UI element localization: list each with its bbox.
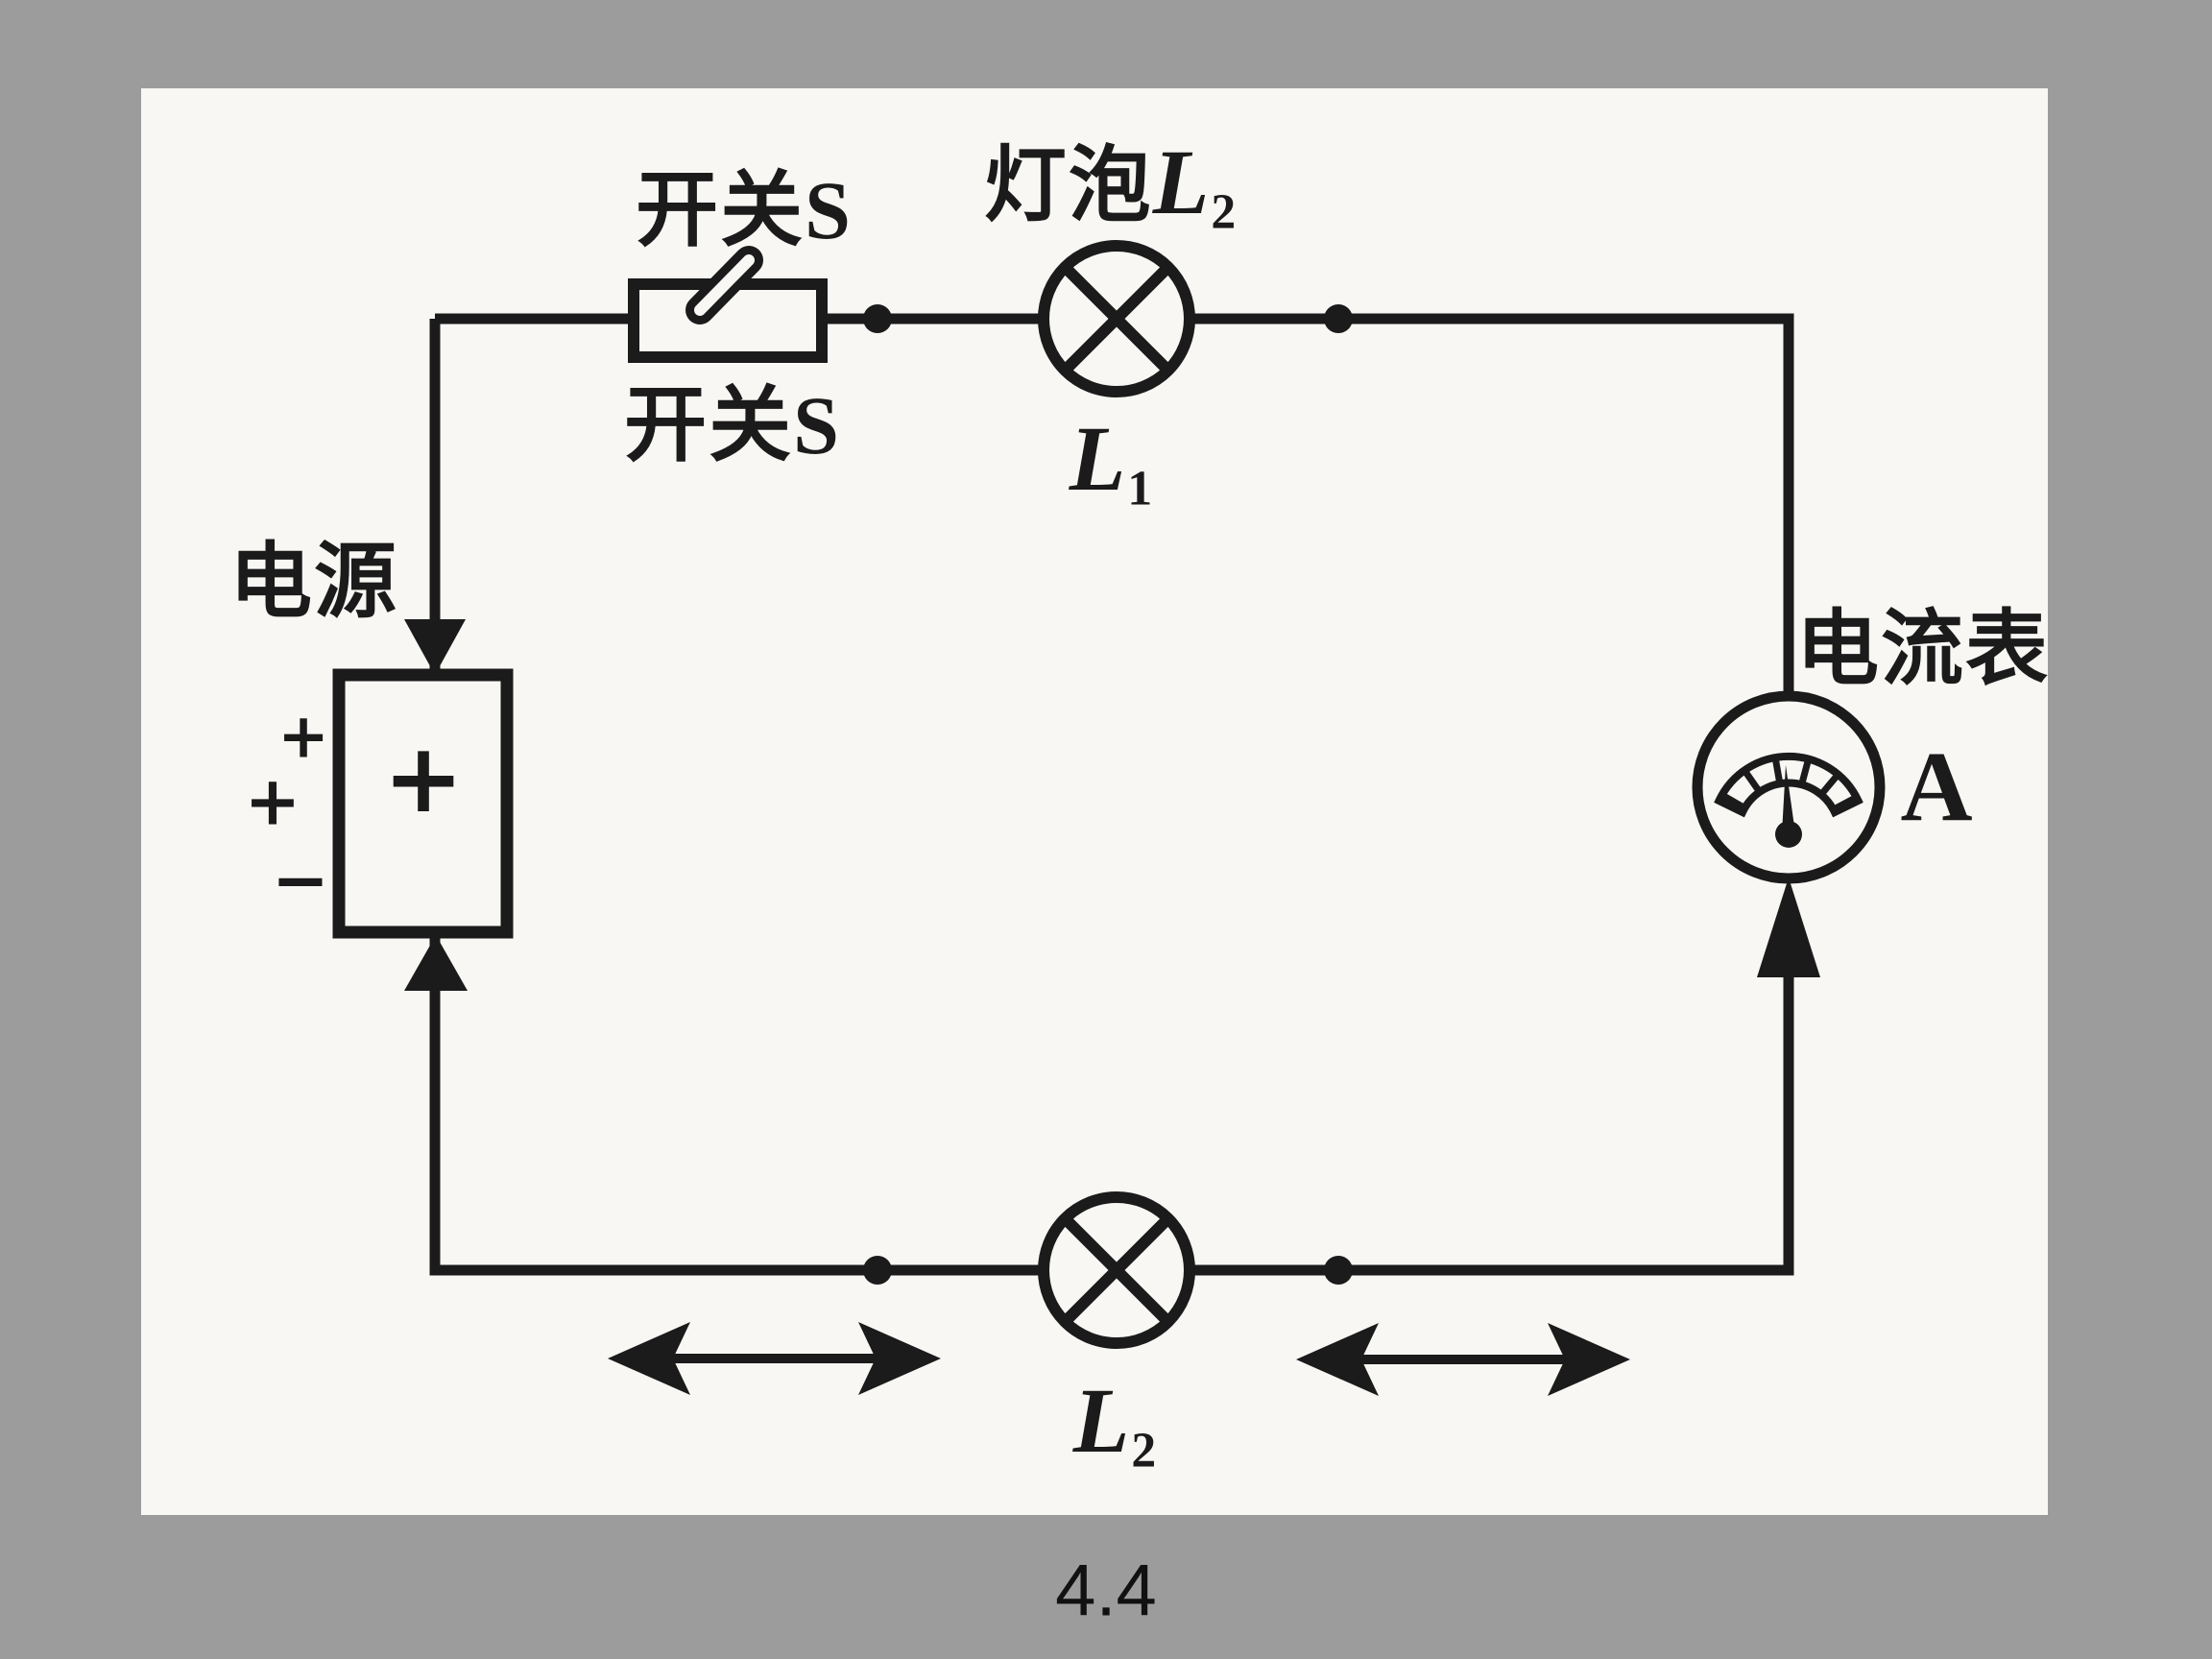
top-bulb-caption-prefix: 灯泡	[983, 139, 1153, 231]
top-bulb-caption-subscript: 2	[1211, 184, 1238, 240]
double-arrow-right-icon	[1296, 1323, 1630, 1396]
power-source-label: 电源	[229, 536, 398, 628]
switch-lever-core	[694, 254, 755, 316]
switch-label-bottom: 开关S	[624, 379, 841, 471]
arrow-up-into-battery-icon	[404, 935, 468, 991]
figure-caption: 4.4	[1055, 1550, 1157, 1632]
bottom-bulb-name: L2	[1073, 1375, 1158, 1476]
bottom-bulb-name-subscript: 2	[1131, 1423, 1159, 1479]
arrow-up-into-ammeter-icon	[1757, 878, 1820, 977]
junction-dot	[863, 1256, 892, 1285]
top-bulb-name-letter: L	[1069, 407, 1128, 510]
ammeter-needle	[1782, 765, 1795, 833]
current-arrowheads	[404, 619, 1820, 991]
ammeter-letter: A	[1900, 732, 1973, 842]
switch-icon	[628, 246, 828, 363]
top-bulb-name: L1	[1070, 413, 1154, 514]
battery-inner-plus: +	[383, 722, 464, 834]
top-bulb-caption: 灯泡L2	[983, 136, 1238, 237]
ammeter-label: 电流表	[1796, 603, 2050, 695]
battery-outer-plus-1: +	[277, 701, 329, 773]
ammeter-scale-arc	[1714, 752, 1863, 818]
junction-dot	[1324, 304, 1353, 333]
junction-dots	[863, 304, 1353, 1285]
bulb-l2-icon	[1038, 1191, 1195, 1349]
double-arrow-left-icon	[608, 1322, 941, 1395]
junction-dot	[863, 304, 892, 333]
battery-outer-minus: −	[271, 839, 330, 921]
battery-outer-plus-2: +	[244, 761, 301, 841]
ammeter-scale-ticks	[1719, 757, 1859, 813]
bottom-bulb-name-letter: L	[1072, 1369, 1132, 1472]
switch-label-top: 开关S	[636, 164, 853, 256]
battery-icon	[332, 668, 514, 939]
bulb-l1-icon	[1038, 240, 1195, 397]
arrow-down-into-battery-icon	[404, 619, 466, 675]
ammeter-icon	[1692, 690, 1886, 884]
ammeter-needle-pivot	[1775, 821, 1802, 848]
junction-dot	[1324, 1256, 1353, 1285]
top-bulb-caption-letter: L	[1152, 131, 1212, 233]
top-bulb-name-subscript: 1	[1127, 461, 1155, 517]
